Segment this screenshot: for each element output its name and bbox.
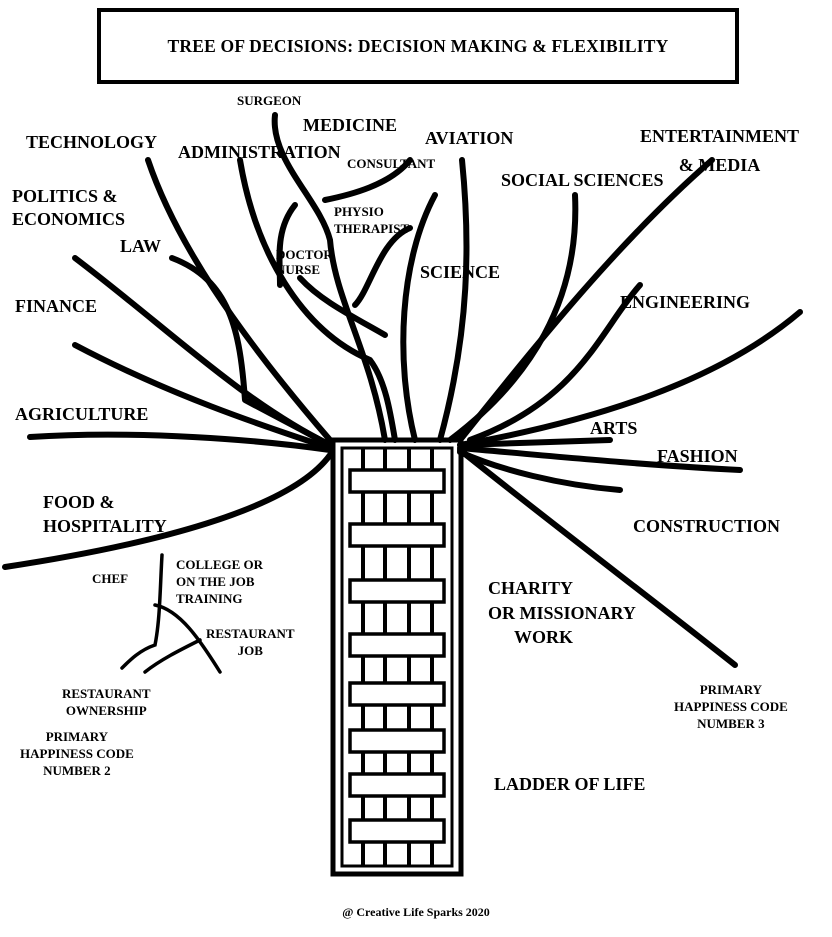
label-medicine: MEDICINE (303, 115, 398, 135)
label-politics: POLITICS & ECONOMICS (12, 186, 126, 229)
branch-science (400, 192, 438, 443)
branch-finance (72, 342, 333, 451)
label-food: FOOD & HOSPITALITY (43, 492, 167, 536)
label-charity: CHARITY OR MISSIONARY WORK (488, 578, 636, 648)
label-restaurant-job: RESTAURANT JOB (206, 626, 295, 658)
label-consultant: CONSULTANT (347, 156, 436, 171)
label-physio: PHYSIO THERAPIST (334, 204, 410, 236)
label-happiness-code-2: PRIMARY HAPPINESS CODE NUMBER 2 (20, 729, 134, 778)
branch-doctor (276, 202, 298, 288)
branch-consultant (322, 157, 413, 203)
branch-restaurant-job (143, 638, 202, 674)
label-arts: ARTS (590, 418, 638, 438)
label-administration: ADMINISTRATION (178, 142, 341, 162)
footer-credit: @ Creative Life Sparks 2020 (342, 905, 490, 919)
branch-physio (352, 225, 413, 308)
label-happiness-code-3: PRIMARY HAPPINESS CODE NUMBER 3 (674, 682, 788, 731)
label-ladder-of-life: LADDER OF LIFE (494, 774, 646, 794)
branch-chef (120, 553, 164, 670)
ladder-of-life (330, 437, 464, 877)
branch-technology (145, 157, 333, 443)
label-doctor: DOCTOR NURSE (276, 247, 333, 277)
branch-surgeon (271, 112, 388, 443)
title-box: TREE OF DECISIONS: DECISION MAKING & FLE… (97, 8, 739, 84)
branch-food (2, 452, 333, 570)
label-engineering: ENGINEERING (620, 292, 751, 312)
label-law: LAW (120, 236, 162, 256)
branch-arts (457, 309, 803, 448)
branch-agriculture (27, 431, 333, 453)
label-finance: FINANCE (15, 296, 98, 316)
branch-charity (457, 447, 738, 668)
label-construction: CONSTRUCTION (633, 516, 781, 536)
label-science: SCIENCE (420, 262, 501, 282)
branch-law (169, 255, 333, 448)
label-restaurant-ownership: RESTAURANT OWNERSHIP (62, 686, 151, 718)
branch-fashion (457, 437, 613, 448)
branch-politics (72, 255, 333, 448)
label-agriculture: AGRICULTURE (15, 404, 149, 424)
label-surgeon: SURGEON (237, 93, 302, 108)
branch-construction (457, 445, 743, 473)
label-entertainment: ENTERTAINMENT & MEDIA (640, 126, 800, 175)
branch-aviation (437, 157, 470, 443)
branch-entertainment (457, 157, 715, 443)
branch-administration (237, 157, 398, 443)
branch-college (153, 603, 222, 674)
label-aviation: AVIATION (425, 128, 514, 148)
label-chef: CHEF (92, 571, 129, 586)
page-title: TREE OF DECISIONS: DECISION MAKING & FLE… (167, 35, 669, 56)
label-social-sciences: SOCIAL SCIENCES (501, 170, 664, 190)
label-college: COLLEGE OR ON THE JOB TRAINING (176, 557, 264, 606)
branch-engineering (467, 282, 643, 443)
label-technology: TECHNOLOGY (26, 132, 158, 152)
branch-nurse (297, 275, 388, 338)
label-fashion: FASHION (657, 446, 738, 466)
branch-lower-right (457, 449, 623, 493)
